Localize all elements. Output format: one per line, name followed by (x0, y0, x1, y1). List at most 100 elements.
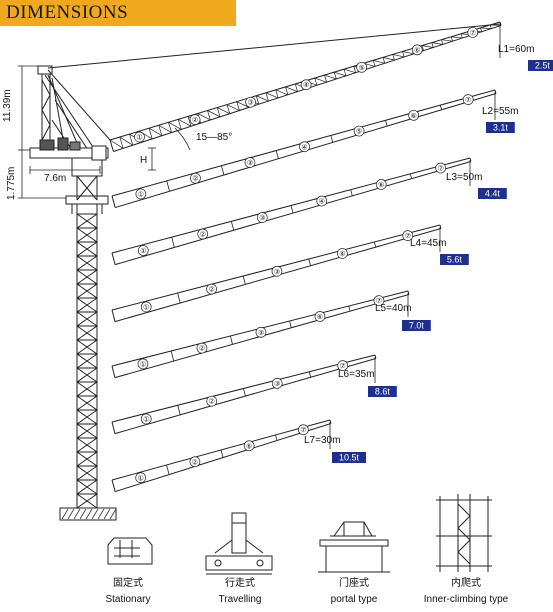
section-marker: ③ (244, 157, 256, 168)
section-marker: ④ (300, 79, 312, 91)
section-marker: ① (135, 472, 147, 484)
type-cn-travelling: 行走式 (225, 576, 255, 589)
section-marker: ① (135, 188, 147, 200)
section-number: ① (143, 415, 149, 423)
section-marker: ③ (255, 326, 267, 338)
type-en-portal: portal type (331, 594, 378, 605)
section-number: ⑦ (405, 232, 411, 240)
section-number: ② (200, 231, 206, 239)
section-marker: ⑦ (337, 360, 349, 371)
section-number: ③ (247, 99, 253, 107)
boom-length-label: L2=55m (482, 106, 518, 117)
section-marker: ⑦ (298, 424, 309, 436)
boom-load-label: 4.4t (485, 189, 501, 199)
section-number: ③ (258, 329, 264, 337)
boom-length-label: L3=50m (446, 172, 482, 183)
section-number: ⑥ (246, 442, 252, 450)
load-badge (332, 452, 366, 463)
type-cn-inner-climbing: 内爬式 (451, 576, 481, 589)
section-number: ⑦ (470, 29, 476, 37)
lower-height-label: 1.775m (6, 167, 17, 200)
load-badge (368, 386, 397, 397)
counter-jib-label: 7.6m (44, 173, 66, 184)
section-number: ⑦ (300, 426, 306, 434)
section-marker: ① (140, 301, 152, 313)
section-marker: ⑥ (375, 179, 387, 190)
section-marker: ② (189, 456, 201, 468)
section-marker: ② (189, 114, 201, 125)
tower-base (59, 507, 117, 521)
type-cn-portal: 门座式 (339, 576, 369, 589)
type-labels: 固定式 Stationary 行走式 Travelling 门座式 portal… (105, 576, 508, 605)
section-marker: ⑥ (408, 109, 419, 121)
type-cn-stationary: 固定式 (113, 576, 143, 589)
boom-load-label: 8.6t (375, 387, 391, 397)
dimension-marks (18, 65, 191, 199)
section-number: ⑤ (359, 64, 365, 72)
section-number: ① (140, 247, 146, 255)
load-badge (478, 188, 507, 199)
section-number: ② (208, 286, 214, 294)
boom-length-label: L4=45m (410, 238, 446, 249)
tower-mast (76, 200, 98, 509)
boom-load-label: 2.5t (535, 61, 551, 71)
section-number: ① (140, 360, 146, 368)
section-marker: ② (206, 283, 217, 295)
section-marker: ① (137, 245, 149, 256)
section-marker: ③ (271, 378, 283, 389)
section-marker: ⑥ (314, 311, 326, 322)
section-marker: ④ (337, 248, 348, 259)
section-number: ⑦ (376, 297, 382, 305)
type-icon-portal (318, 521, 390, 573)
section-marker: ② (206, 395, 218, 407)
section-number: ⑥ (411, 112, 417, 120)
section-marker: ① (134, 131, 145, 143)
tower-height-label: 11.39m (2, 89, 13, 122)
section-number: ① (143, 303, 149, 311)
section-marker: ③ (271, 265, 283, 277)
section-marker: ③ (245, 96, 256, 108)
boom-length-label: L1=60m (498, 44, 534, 55)
section-marker: ② (197, 228, 209, 240)
section-marker: ⑦ (462, 94, 474, 105)
boom-load-label: 7.0t (409, 321, 425, 331)
section-number: ④ (303, 81, 309, 89)
section-marker: ⑦ (402, 230, 414, 241)
climbing-frame (65, 195, 109, 214)
boom-load-label: 5.6t (447, 255, 463, 265)
section-number: ⑥ (414, 46, 420, 54)
h-label: H (140, 155, 147, 166)
section-marker: ① (140, 413, 152, 425)
type-icon-travelling (205, 512, 273, 575)
section-marker: ⑦ (373, 295, 385, 307)
section-number: ③ (274, 268, 280, 276)
type-en-travelling: Travelling (219, 594, 262, 605)
boom-variants: ①②③④⑤⑥⑦L1=60m2.5t①②③④⑤⑥⑦L2=55m3.1t①②③④⑥⑦… (109, 21, 553, 493)
section-marker: ⑤ (356, 61, 368, 73)
section-marker: ④ (316, 195, 328, 207)
load-badge (440, 254, 469, 265)
section-number: ③ (259, 214, 265, 222)
section-marker: ⑦ (467, 27, 479, 38)
section-number: ⑦ (465, 96, 471, 104)
section-number: ④ (301, 143, 307, 151)
load-badge (528, 60, 553, 71)
page-title: DIMENSIONS (6, 2, 129, 23)
type-icon-inner-climbing (436, 494, 492, 572)
load-badge (486, 122, 515, 133)
section-number: ② (192, 116, 198, 124)
section-number: ④ (339, 250, 345, 258)
boom-length-label: L5=40m (375, 303, 411, 314)
section-marker: ⑥ (411, 44, 423, 56)
section-number: ① (138, 474, 144, 482)
section-marker: ① (137, 358, 149, 370)
section-number: ② (199, 345, 205, 353)
section-marker: ⑥ (243, 440, 255, 452)
boom-length-label: L7=30m (304, 435, 340, 446)
